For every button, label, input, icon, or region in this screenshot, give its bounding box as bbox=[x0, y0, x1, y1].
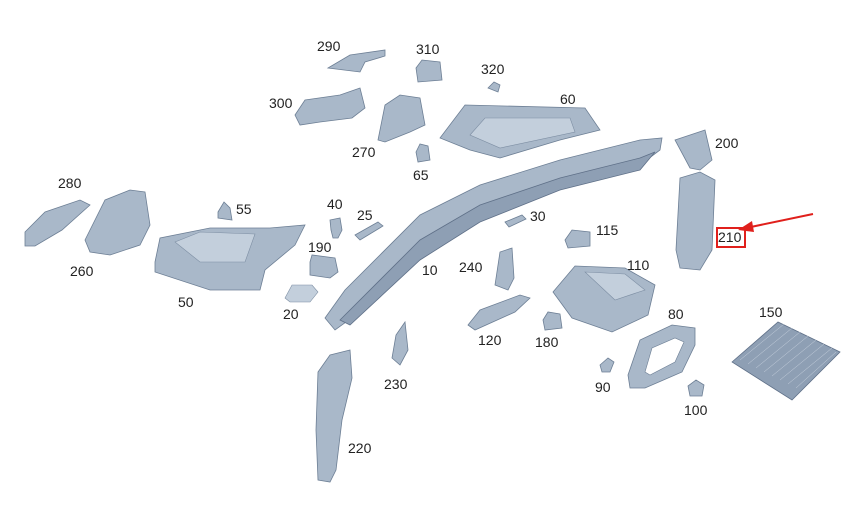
part-115[interactable] bbox=[564, 229, 591, 249]
label-10: 10 bbox=[422, 262, 438, 278]
part-320[interactable] bbox=[487, 81, 501, 93]
label-240: 240 bbox=[459, 259, 483, 275]
label-90: 90 bbox=[595, 379, 611, 395]
label-270: 270 bbox=[352, 144, 376, 160]
part-190[interactable] bbox=[309, 254, 339, 279]
label-55: 55 bbox=[236, 201, 252, 217]
part-210[interactable] bbox=[675, 171, 716, 271]
part-290[interactable] bbox=[326, 49, 386, 73]
label-115: 115 bbox=[596, 222, 619, 238]
part-260[interactable] bbox=[84, 189, 151, 256]
label-150: 150 bbox=[759, 304, 783, 320]
part-280[interactable] bbox=[24, 199, 91, 247]
part-230[interactable] bbox=[391, 320, 409, 366]
part-20[interactable] bbox=[284, 284, 319, 303]
label-25: 25 bbox=[357, 207, 373, 223]
part-10[interactable] bbox=[324, 137, 663, 331]
part-60[interactable] bbox=[439, 104, 601, 159]
part-55[interactable] bbox=[217, 201, 233, 221]
label-210: 210 bbox=[718, 229, 742, 245]
part-270[interactable] bbox=[377, 94, 426, 143]
label-100: 100 bbox=[684, 402, 708, 418]
part-200[interactable] bbox=[674, 129, 713, 171]
label-190: 190 bbox=[308, 239, 332, 255]
label-180: 180 bbox=[535, 334, 559, 350]
label-120: 120 bbox=[478, 332, 502, 348]
label-60: 60 bbox=[560, 91, 576, 107]
part-90[interactable] bbox=[599, 357, 615, 373]
label-310: 310 bbox=[416, 41, 440, 57]
label-300: 300 bbox=[269, 95, 293, 111]
part-50[interactable] bbox=[154, 224, 306, 291]
label-80: 80 bbox=[668, 306, 684, 322]
part-25[interactable] bbox=[354, 221, 384, 241]
part-240[interactable] bbox=[494, 247, 515, 291]
part-110[interactable] bbox=[552, 265, 656, 333]
part-300[interactable] bbox=[294, 87, 366, 126]
label-220: 220 bbox=[348, 440, 372, 456]
part-220[interactable] bbox=[315, 349, 353, 483]
label-30: 30 bbox=[530, 208, 546, 224]
label-20: 20 bbox=[283, 306, 299, 322]
label-40: 40 bbox=[327, 196, 343, 212]
part-310[interactable] bbox=[415, 59, 443, 83]
label-65: 65 bbox=[413, 167, 429, 183]
label-290: 290 bbox=[317, 38, 341, 54]
label-50: 50 bbox=[178, 294, 194, 310]
part-180[interactable] bbox=[542, 311, 563, 331]
callout-arrow bbox=[738, 213, 814, 232]
highlight-box-210 bbox=[716, 227, 746, 248]
part-40[interactable] bbox=[329, 217, 343, 239]
part-150[interactable] bbox=[731, 321, 841, 401]
label-280: 280 bbox=[58, 175, 82, 191]
label-200: 200 bbox=[715, 135, 739, 151]
label-230: 230 bbox=[384, 376, 408, 392]
part-100[interactable] bbox=[687, 379, 705, 397]
part-65[interactable] bbox=[415, 143, 431, 163]
part-120[interactable] bbox=[467, 294, 531, 331]
label-260: 260 bbox=[70, 263, 94, 279]
part-30[interactable] bbox=[504, 214, 527, 228]
part-80[interactable] bbox=[627, 324, 696, 389]
label-320: 320 bbox=[481, 61, 505, 77]
label-110: 110 bbox=[627, 257, 650, 273]
